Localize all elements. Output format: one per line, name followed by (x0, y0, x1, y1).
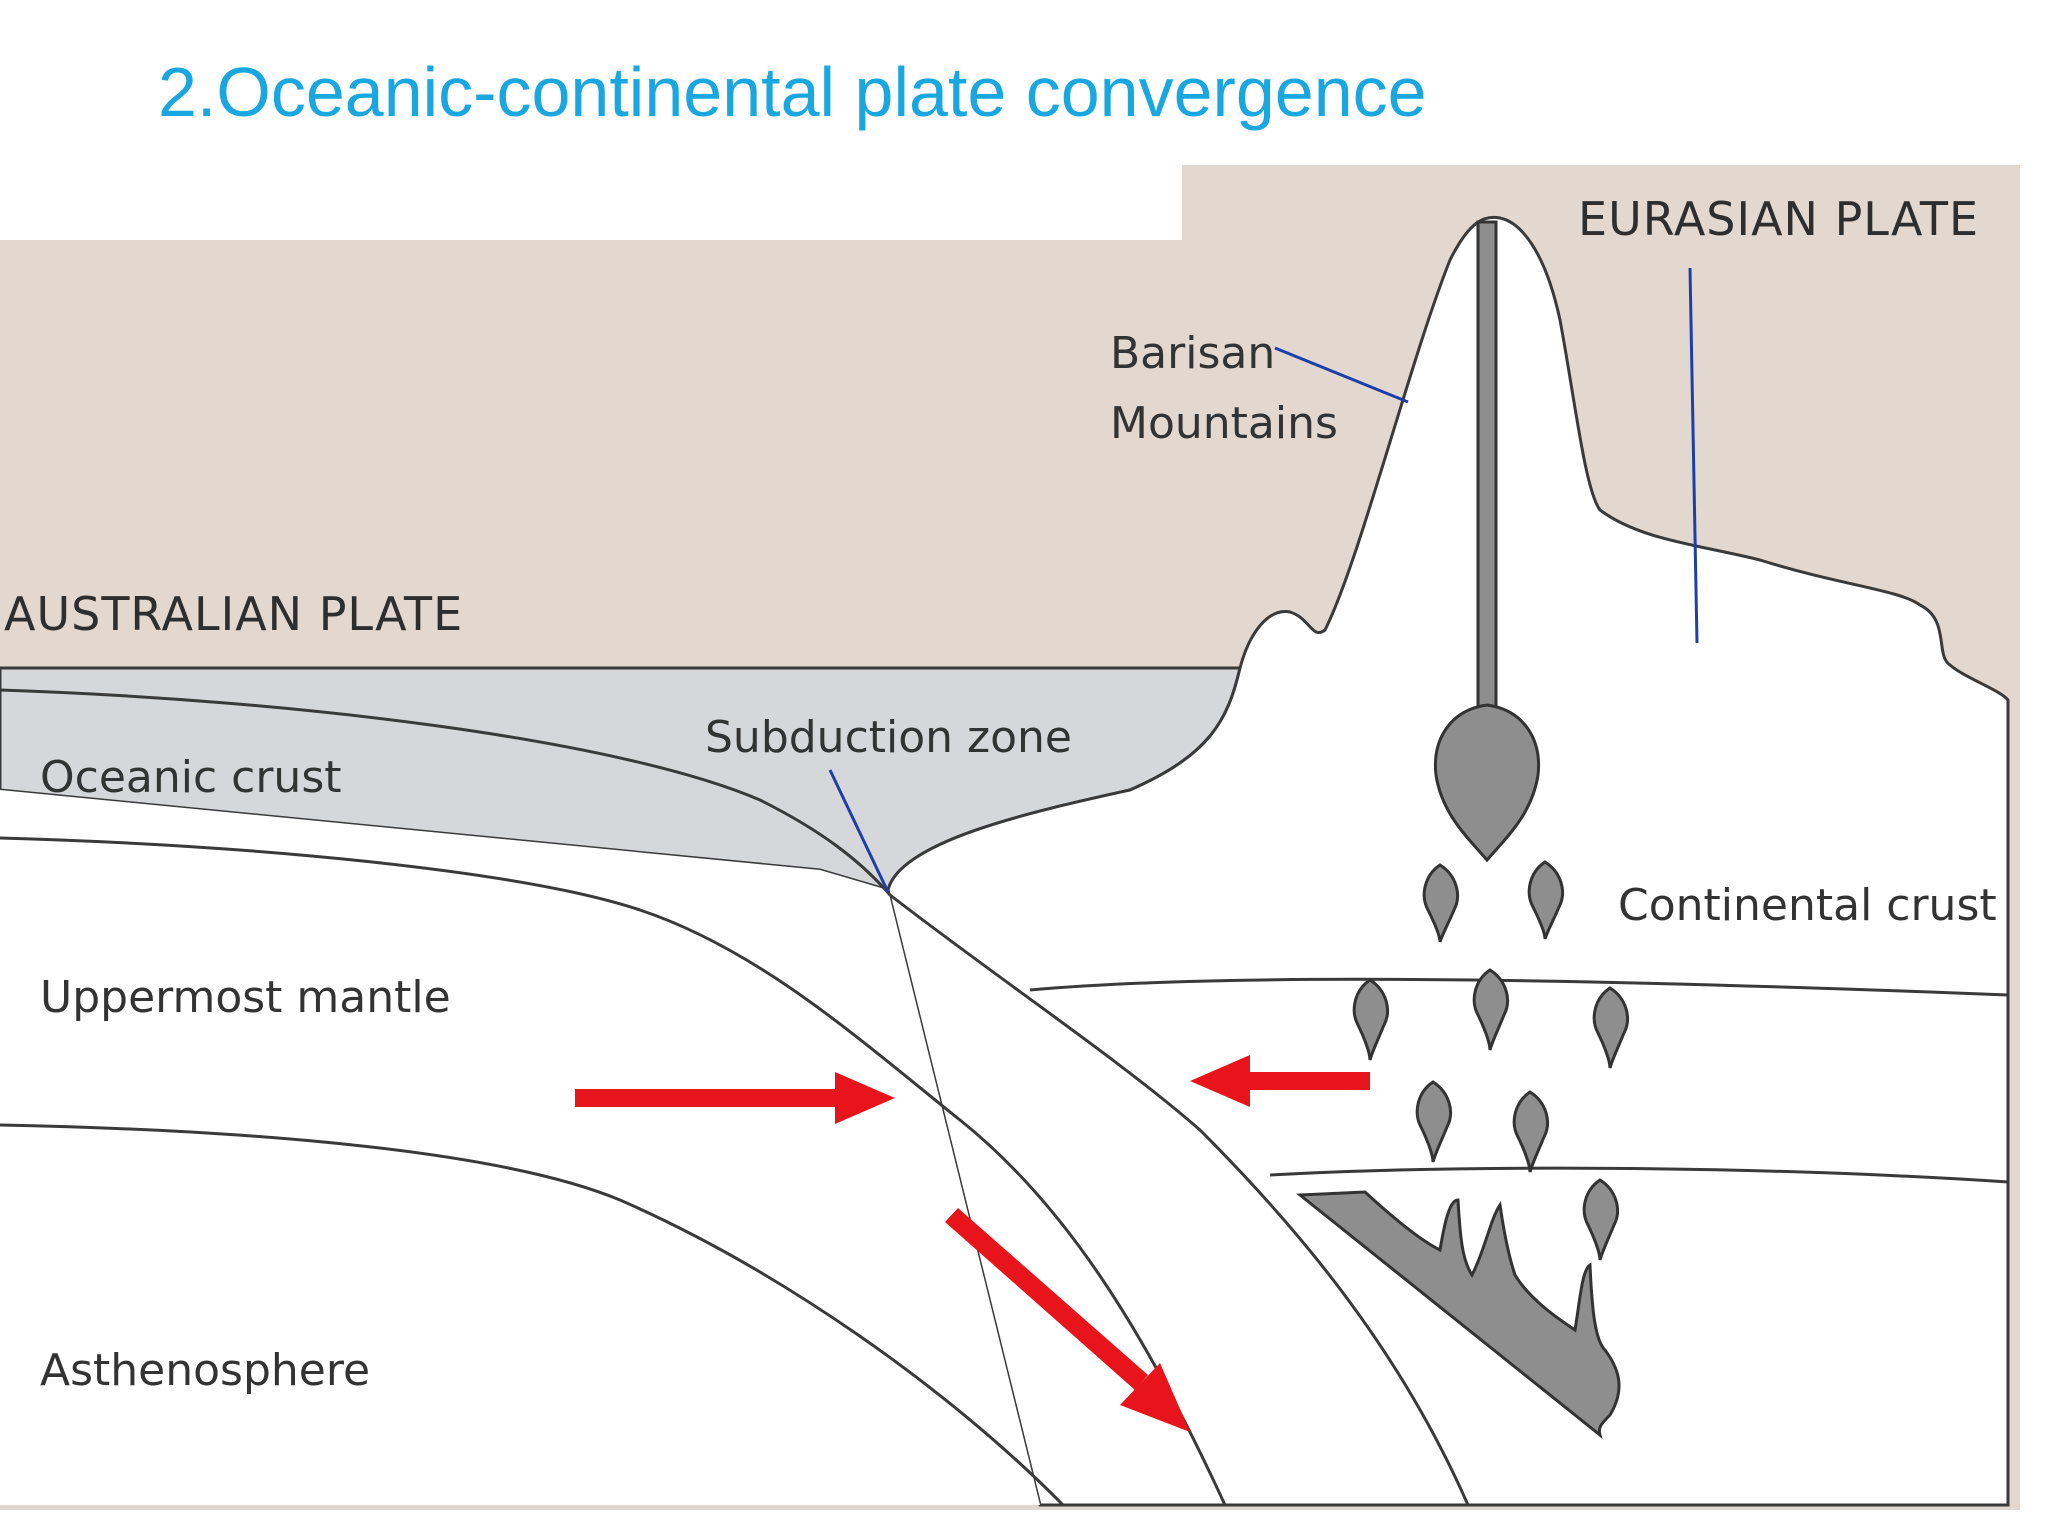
magma-chamber (1433, 703, 1541, 863)
magma-droplet (1422, 863, 1459, 943)
oceanic-lithosphere (0, 668, 1060, 1505)
label-oceanic-crust: Oceanic crust (40, 752, 342, 803)
magma-droplet (1582, 1178, 1619, 1261)
arrow-left-icon (1190, 1055, 1370, 1107)
label-australian-plate: AUSTRALIAN PLATE (4, 587, 463, 641)
slide-title: 2.Oceanic-continental plate convergence (158, 53, 1427, 131)
volcano-conduit (1476, 220, 1498, 714)
label-eurasian-plate: EURASIAN PLATE (1578, 192, 1979, 246)
magma-droplet (1592, 986, 1629, 1069)
label-uppermost-mantle: Uppermost mantle (40, 972, 451, 1023)
continental-crust-line-1 (1029, 977, 2009, 997)
label-barisan-mountains-line2: Mountains (1110, 398, 1338, 449)
arrow-right-icon (575, 1072, 895, 1124)
barisan-leader-line (1274, 346, 1409, 404)
label-asthenosphere: Asthenosphere (40, 1345, 370, 1396)
oceanic-crust-bottom-line (0, 836, 1227, 1506)
label-subduction-zone: Subduction zone (705, 712, 1072, 763)
magma-droplet (1415, 1080, 1452, 1163)
magma-droplets (1352, 860, 1629, 1261)
magma-droplet (1472, 968, 1509, 1051)
label-continental-crust: Continental crust (1618, 880, 1997, 931)
melting-zone (1295, 1190, 1621, 1440)
magma-droplet (1512, 1090, 1549, 1173)
eurasian-leader-line (1688, 267, 1699, 644)
continental-landmass (886, 215, 2010, 1507)
continental-crust-line-2 (1269, 1166, 2009, 1184)
sky-background-upper (1182, 165, 2020, 245)
label-barisan-mountains-line1: Barisan (1110, 328, 1275, 379)
oceanic-crust-top-line (0, 688, 892, 896)
uppermost-mantle-bottom-line (0, 1123, 1065, 1507)
plate-motion-arrows (575, 1055, 1370, 1432)
arrow-down-right-icon (945, 1208, 1190, 1432)
subduction-leader-line (828, 769, 890, 893)
magma-droplet (1527, 860, 1564, 940)
leader-lines (828, 267, 1699, 893)
magma-droplet (1352, 978, 1389, 1061)
subducting-slab-top (889, 893, 1470, 1506)
